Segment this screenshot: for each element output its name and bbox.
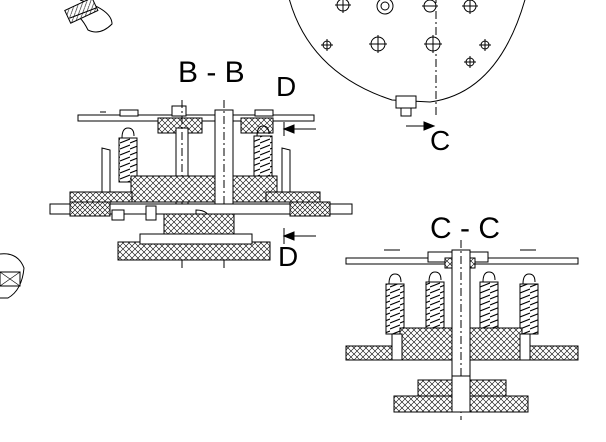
label-marker-d-bottom: D bbox=[278, 241, 298, 272]
fragment-left-edge bbox=[0, 253, 25, 299]
fragment-top-left bbox=[64, 0, 113, 33]
plate-holes bbox=[321, 0, 491, 68]
section-bb-assembly bbox=[49, 100, 353, 268]
label-section-bb: B - B bbox=[178, 56, 245, 89]
label-marker-c: C bbox=[430, 125, 450, 156]
label-marker-d-top: D bbox=[276, 71, 296, 102]
section-cc-assembly bbox=[345, 240, 579, 420]
circular-plate bbox=[289, 0, 526, 131]
label-section-cc: C - C bbox=[430, 212, 500, 245]
